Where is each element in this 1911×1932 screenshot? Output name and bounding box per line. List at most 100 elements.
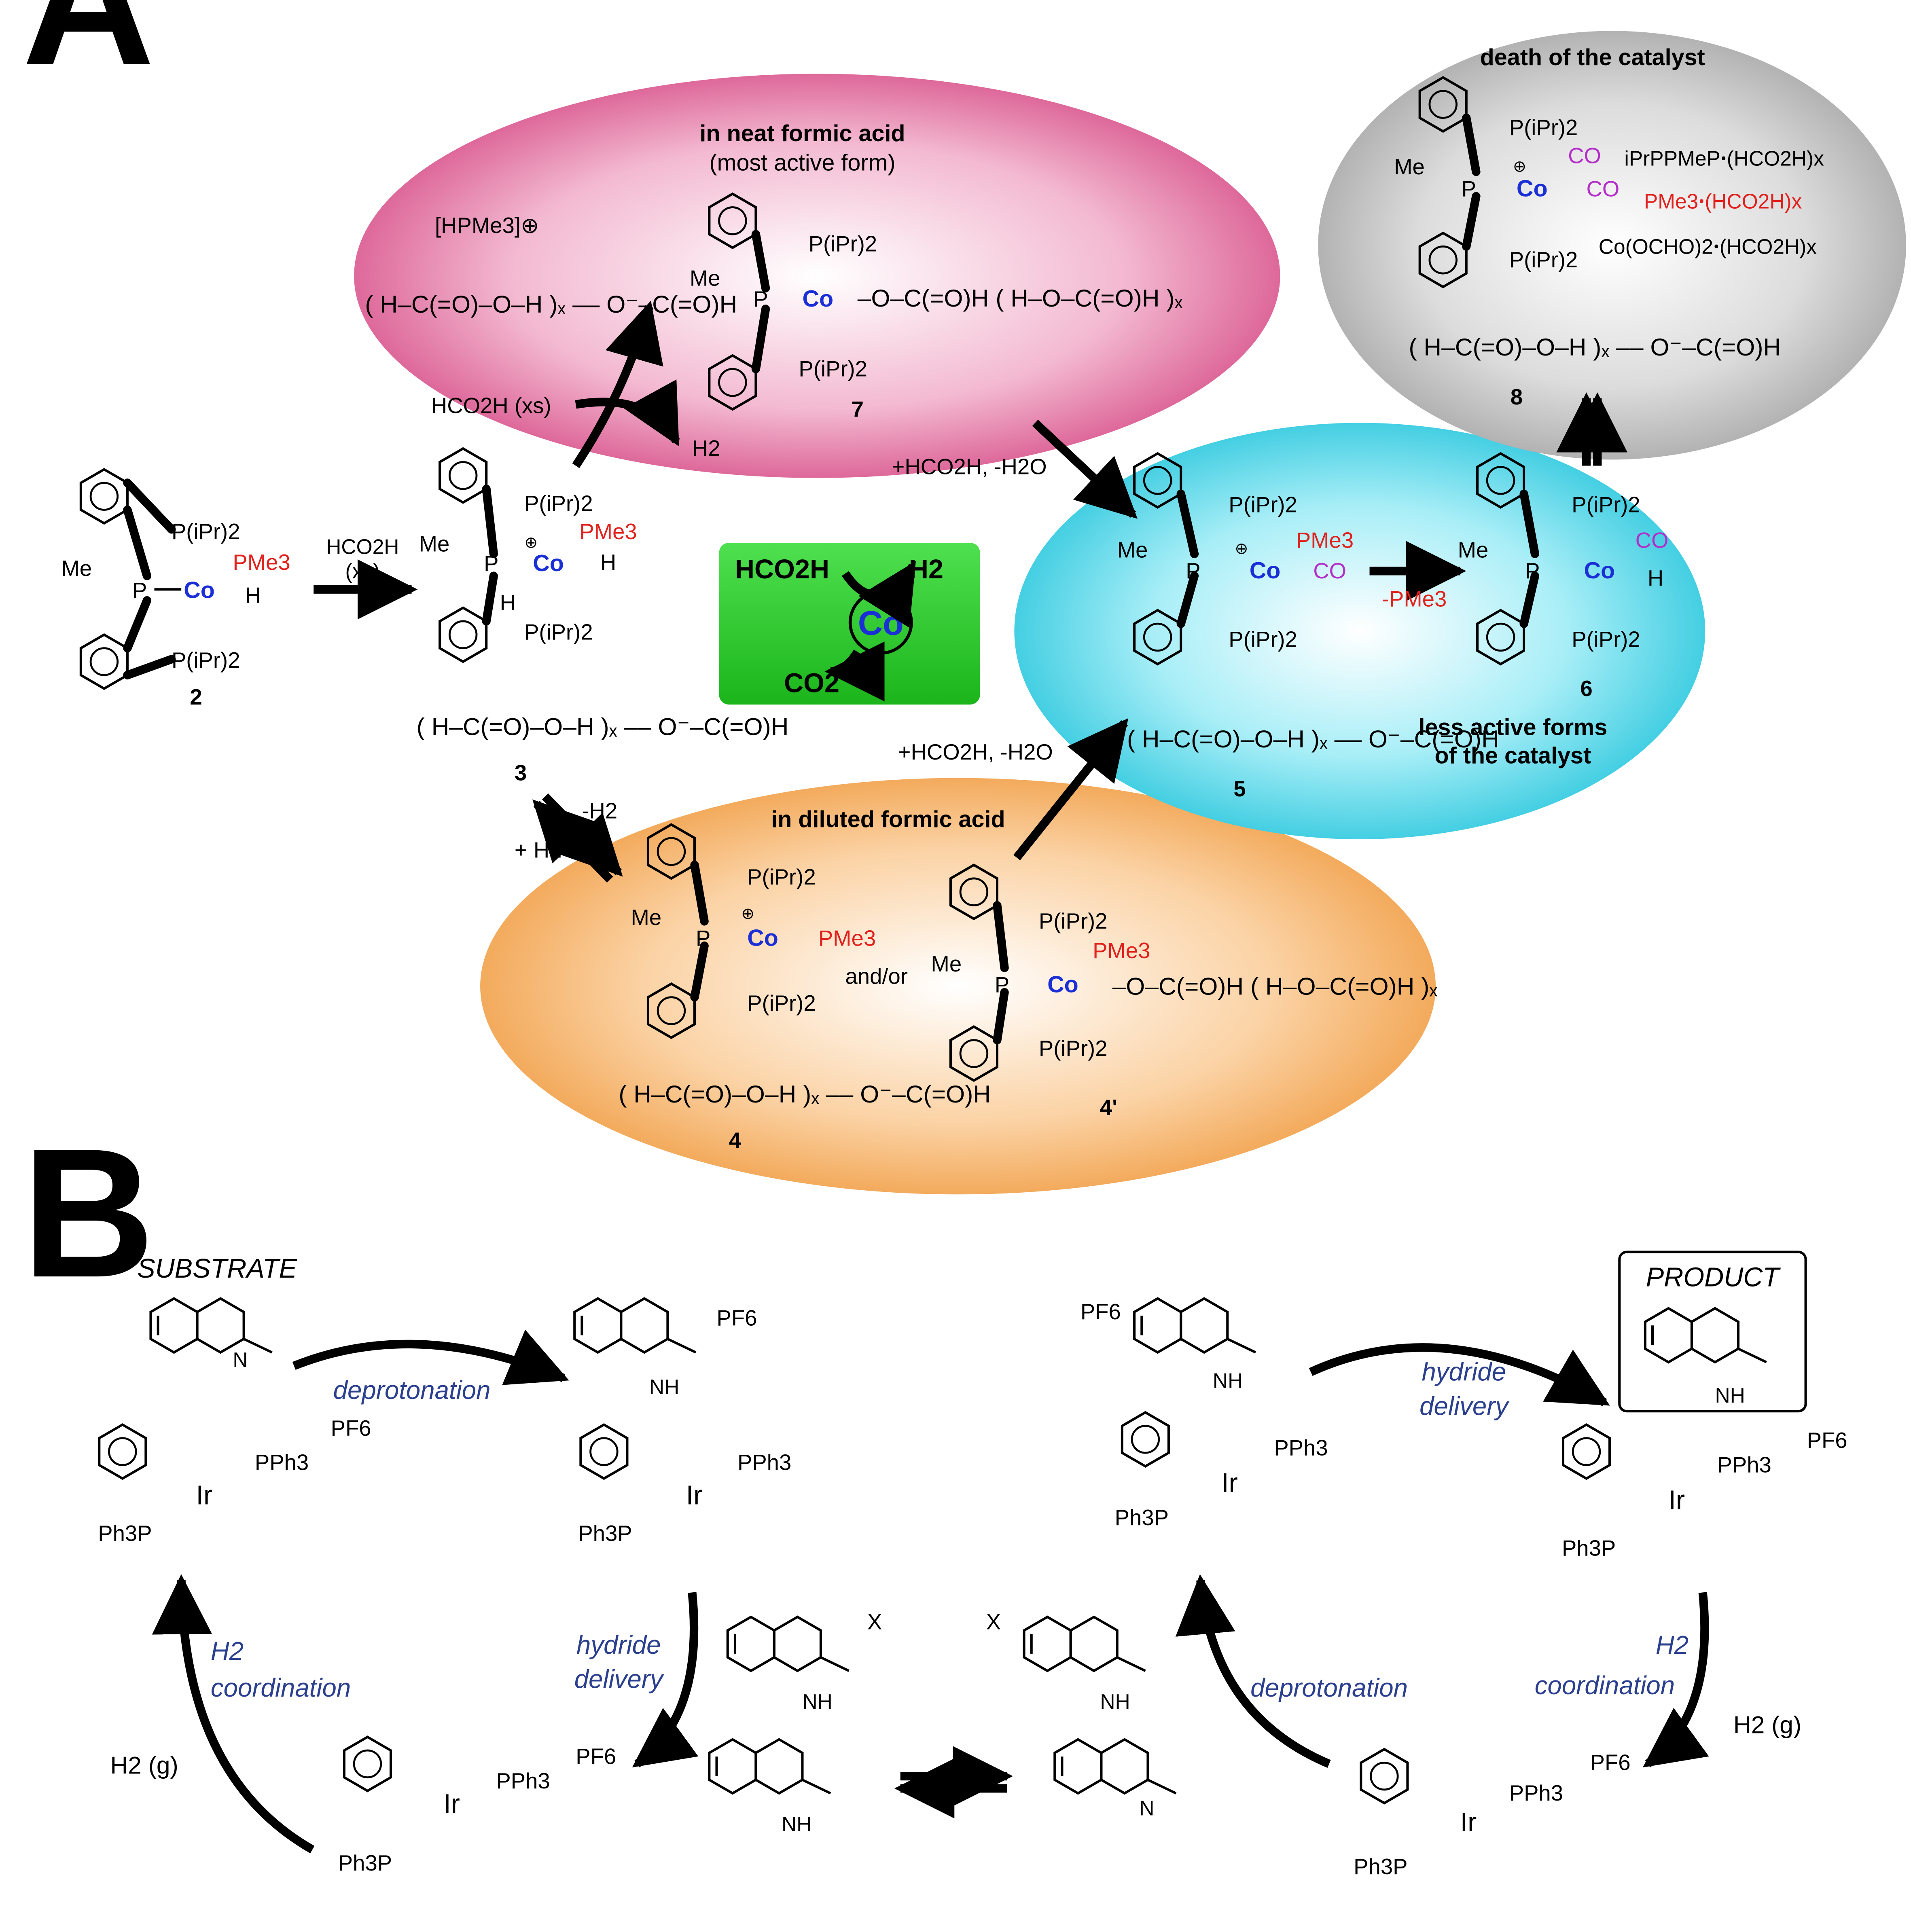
ir3-pph3: PPh3 xyxy=(1274,1435,1328,1460)
compound-3-label: 3 xyxy=(515,761,527,785)
ir6-pph3: PPh3 xyxy=(1509,1781,1563,1805)
pq-pf6: PF6 xyxy=(717,1306,757,1330)
neat-region-subtitle: (most active form) xyxy=(709,150,895,176)
complex-2: Me P Co P(iPr)2 P(iPr)2 PMe3 H 2 xyxy=(61,470,290,709)
qm-x: X xyxy=(867,1609,882,1634)
dq-pf6: PF6 xyxy=(1080,1299,1121,1324)
c4-formate: ( H‒C(=O)‒O‒H )ₓ ‒‒ O⁻‒C(=O)H xyxy=(619,1080,991,1108)
arrow-7-to-5 xyxy=(1032,419,1138,519)
complex-7: Me P Co P(iPr)2 P(iPr)2 ‒O‒C(=O)H ( H‒O‒… xyxy=(690,194,1183,421)
c3-h2: H xyxy=(500,590,516,615)
c5-co: Co xyxy=(1250,558,1281,584)
ir6-pf6: PF6 xyxy=(1590,1750,1631,1775)
c3-pipr2-bottom: P(iPr)2 xyxy=(524,620,593,644)
step-h2-left-1: H2 xyxy=(211,1637,244,1665)
compound-6-label: 6 xyxy=(1580,676,1592,701)
c3-plus: ⊕ xyxy=(524,533,538,551)
pq-nh: NH xyxy=(649,1375,679,1399)
c4p-p: P xyxy=(995,973,1009,997)
c6-co: Co xyxy=(1584,558,1615,584)
step-hydride-mid-1: hydride xyxy=(576,1631,661,1659)
arrow-3-to-7 xyxy=(572,300,663,468)
c4p-pme3: PMe3 xyxy=(1093,938,1150,963)
ir4-ph3p: Ph3P xyxy=(1562,1536,1616,1561)
complex-4: Me P Co P(iPr)2 P(iPr)2 PMe3 ⊕ ( H‒C(=O)… xyxy=(619,825,991,1153)
compound-7-label: 7 xyxy=(852,397,864,421)
ir4-pph3: PPh3 xyxy=(1718,1453,1771,1477)
dm-x: X xyxy=(986,1609,1001,1634)
and-or-label: and/or xyxy=(845,964,908,988)
step-hydride-top-1: hydride xyxy=(1422,1358,1506,1386)
c4-p: P xyxy=(696,926,710,951)
c7-co: Co xyxy=(802,286,833,312)
c6-p: P xyxy=(1525,559,1540,583)
arrow-4p-to-5 xyxy=(1013,718,1129,861)
substrate-n: N xyxy=(233,1348,248,1371)
panel-a-label: A xyxy=(22,0,155,103)
c8-plus: ⊕ xyxy=(1513,158,1526,176)
c4p-pipr2-top: P(iPr)2 xyxy=(1039,909,1108,933)
c5-me: Me xyxy=(1117,538,1148,563)
dha-nh: NH xyxy=(782,1812,811,1836)
step-deprotonation-mid: deprotonation xyxy=(1250,1674,1408,1702)
c3-pipr2-top: P(iPr)2 xyxy=(524,491,593,516)
c4p-co: Co xyxy=(1047,972,1078,998)
ir-complex-6: Ir PPh3 Ph3P PF6 xyxy=(1354,1749,1631,1879)
neat-formic-acid-region xyxy=(354,74,1280,478)
neat-formate: ( H‒C(=O)‒O‒H )ₓ ‒‒ O⁻‒C(=O)H xyxy=(365,290,737,318)
substrate-label: SUBSTRATE xyxy=(137,1254,297,1284)
compound-4p-label: 4' xyxy=(1100,1095,1117,1119)
arrow-h2-coordination-right xyxy=(1642,1592,1709,1768)
step-deprotonation-top: deprotonation xyxy=(333,1376,491,1405)
less-active-title-2: of the catalyst xyxy=(1434,743,1591,768)
step-h2-right-2: coordination xyxy=(1535,1671,1675,1700)
quinolinium-mid: NH X xyxy=(728,1609,882,1713)
panel-b-label: B xyxy=(22,1111,155,1316)
compound-2-label: 2 xyxy=(190,685,202,709)
arrow-h2-coordination-left xyxy=(152,1574,315,1854)
c4-me: Me xyxy=(631,905,662,930)
c2-pipr2-top: P(iPr)2 xyxy=(172,519,240,544)
c5-pipr2-top: P(iPr)2 xyxy=(1229,493,1297,517)
ir1-pf6: PF6 xyxy=(331,1416,371,1441)
complex-6: Me P Co P(iPr)2 P(iPr)2 CO H 6 xyxy=(1458,453,1668,701)
c2-h: H xyxy=(245,583,261,608)
ir5-ph3p: Ph3P xyxy=(338,1851,392,1875)
c5-pipr2-bottom: P(iPr)2 xyxy=(1229,627,1297,652)
c6-h: H xyxy=(1648,566,1663,590)
dq-nh: NH xyxy=(1213,1369,1243,1392)
c3-p: P xyxy=(484,551,498,576)
ir3-ph3p: Ph3P xyxy=(1115,1505,1169,1530)
catalyst-death-region xyxy=(1318,31,1906,460)
c2-me: Me xyxy=(61,556,92,581)
less-active-title-1: less active forms xyxy=(1418,715,1607,741)
c2-p: P xyxy=(132,578,147,603)
ir-complex-1: Ir PPh3 Ph3P PF6 xyxy=(98,1416,371,1546)
c8-formate: ( H‒C(=O)‒O‒H )ₓ ‒‒ O⁻‒C(=O)H xyxy=(1409,333,1781,361)
complex-4prime: Me P Co P(iPr)2 P(iPr)2 PMe3 ‒O‒C(=O)H (… xyxy=(931,865,1437,1119)
substrate-quinoline: N xyxy=(150,1299,272,1371)
reagent-xs: (xs) xyxy=(345,559,380,583)
ir-complex-3: Ir PPh3 Ph3P xyxy=(1115,1412,1328,1530)
arrow-hydride-mid xyxy=(632,1592,699,1768)
product-label: PRODUCT xyxy=(1646,1262,1781,1292)
ir-complex-5: Ir PPh3 Ph3P PF6 xyxy=(338,1737,616,1875)
c4-pme3: PMe3 xyxy=(818,926,876,951)
h2-evolved-label: H2 xyxy=(692,436,720,461)
step-hydride-mid-2: delivery xyxy=(574,1665,664,1694)
death-region-title: death of the catalyst xyxy=(1480,44,1705,70)
ir-complex-4: Ir PPh3 Ph3P PF6 xyxy=(1562,1425,1847,1561)
c3-formate: ( H‒C(=O)‒O‒H )ₓ ‒‒ O⁻‒C(=O)H xyxy=(417,713,789,741)
dhb-n: N xyxy=(1139,1797,1154,1820)
c5-plus: ⊕ xyxy=(1235,540,1248,558)
c8-carbonyl-2: CO xyxy=(1587,176,1620,201)
cycle-hco2h: HCO2H xyxy=(735,554,829,584)
c4-co: Co xyxy=(747,925,778,951)
dihydroquinoline-a: NH xyxy=(709,1739,831,1836)
c5-p: P xyxy=(1186,559,1200,583)
death-product-1: iPrPPMePꞏ(HCO2H)x xyxy=(1624,147,1824,170)
c8-p: P xyxy=(1462,176,1476,201)
c5-carbonyl: CO xyxy=(1313,559,1346,583)
ir2-pph3: PPh3 xyxy=(737,1450,791,1475)
